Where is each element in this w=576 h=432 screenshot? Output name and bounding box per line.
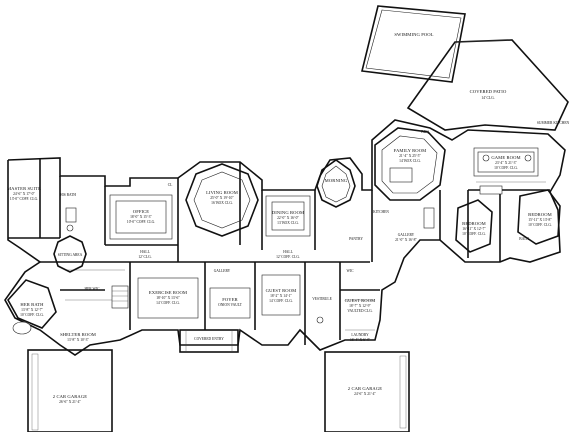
office-note: 10'-0" COFF. CLG. — [127, 220, 155, 224]
bedroom-1: BEDROOM 16'-11" X 12'-7" 10' COFF. CLG. — [455, 199, 493, 253]
guest1-label: GUEST ROOM — [266, 288, 297, 293]
guest1-dims: 18'-2" X 14'-1" — [270, 294, 292, 298]
morning-room: MORNING — [316, 159, 356, 208]
cl-label: CL — [168, 183, 173, 187]
bedroom2-note: 10' COFF. CLG. — [528, 223, 552, 227]
garage-left-dims: 26'-6" X 21'-4" — [59, 400, 81, 404]
dining-room: DINING ROOM 22'-0" X 16'-0" 13' BOX CLG. — [272, 210, 304, 225]
master-suite-label: MASTER SUITE — [7, 186, 41, 191]
office-label: OFFICE — [133, 209, 150, 214]
her-bath-label: HER BATH — [20, 302, 44, 307]
swimming-pool: SWIMMING POOL — [361, 5, 466, 83]
exercise-dims: 18'-10" X 13'-6" — [156, 296, 180, 300]
living-room-note: 16' BOX CLG. — [211, 201, 233, 205]
master-suite-dims: 24'-6" X 17'-0" — [13, 192, 35, 196]
entry-label: COVERED ENTRY — [194, 337, 224, 341]
bedroom1-label: BEDROOM — [462, 221, 486, 226]
fixtures — [66, 207, 435, 324]
vestibule-label: VESTIBULE — [312, 297, 332, 301]
game-room-dims: 23'-4" X 21'-3" — [495, 161, 517, 165]
foyer-label: FOYER — [222, 297, 238, 302]
garage-left: 2 CAR GARAGE 26'-6" X 21'-4" — [27, 349, 113, 432]
living-room-label: LIVING ROOM — [206, 190, 238, 195]
interior-walls — [8, 158, 550, 345]
gallery2-label: GALLERY — [398, 233, 415, 237]
living-room-dims: 25'-0" X 19'-10" — [210, 196, 234, 200]
family-room-note: 14' BOX CLG. — [399, 159, 421, 163]
detail-lines — [65, 147, 546, 331]
laundry-dims: 16'-4" X 6'-4" — [350, 338, 371, 342]
hall-note-right: 12' COFF. CLG. — [276, 255, 300, 259]
guest2-note: VAULTED CLG. — [347, 309, 372, 313]
hall-label-left: HALL — [140, 250, 150, 254]
guest2-label: GUEST ROOM — [345, 298, 376, 303]
hall-label-right: HALL — [283, 250, 293, 254]
covered-entry: COVERED ENTRY — [179, 329, 239, 353]
bedroom1-dims: 16'-11" X 12'-7" — [462, 227, 486, 231]
master-suite: MASTER SUITE 24'-6" X 17'-0" 13'-0" COFF… — [7, 186, 76, 223]
bedroom2-dims: 15'-11" X 13'-8" — [528, 218, 552, 222]
laundry-label: LAUNDRY — [351, 333, 369, 337]
gallery-label: GALLERY — [214, 269, 231, 273]
exercise-label: EXERCISE ROOM — [149, 290, 187, 295]
garage-right: 2 CAR GARAGE 24'-6" X 21'-4" — [324, 351, 410, 432]
family-room-label: FAMILY ROOM — [394, 148, 427, 153]
patio-label: COVERED PATIO — [470, 89, 507, 94]
foyer: FOYER ONION VAULT — [209, 287, 251, 319]
dining-room-dims: 22'-0" X 16'-0" — [277, 216, 299, 220]
garage-right-label: 2 CAR GARAGE — [348, 386, 382, 391]
garage-left-label: 2 CAR GARAGE — [53, 394, 87, 399]
summer-kitchen-label: SUMMER KITCHEN — [537, 121, 570, 125]
pantry-label: PANTRY — [349, 237, 363, 241]
patio-dims: 14' CLG. — [481, 96, 494, 100]
her-bath-note: 10' COFF. CLG. — [20, 313, 44, 317]
living-room: LIVING ROOM 25'-0" X 19'-10" 16' BOX CLG… — [185, 163, 259, 237]
house-outline — [4, 119, 566, 356]
dining-room-label: DINING ROOM — [272, 210, 304, 215]
shelter-label: SHELTER ROOM — [60, 332, 96, 337]
her-bath: HER BATH 13'-8" X 12'-7" 10' COFF. CLG. … — [7, 279, 100, 335]
wic-label: WIC — [347, 269, 355, 273]
bedroom-2: BEDROOM 15'-11" X 13'-8" 10' COFF. CLG. — [517, 189, 561, 245]
exercise-room: EXERCISE ROOM 18'-10" X 13'-6" 14' COFF.… — [149, 290, 187, 305]
garage-right-dims: 24'-6" X 21'-4" — [354, 392, 376, 396]
bath-label: BATH — [519, 237, 529, 241]
shelter-dims: 13'-8" X 10'-3" — [67, 338, 89, 342]
shelter-room: SHELTER ROOM 13'-8" X 10'-3" — [60, 332, 96, 342]
guest1-note: 14' COFF. CLG. — [269, 299, 293, 303]
office-dims: 18'-0" X 15'-3" — [130, 215, 152, 219]
gallery2-dims: 21'-0" X 16'-8" — [395, 238, 417, 242]
kitchen-label: KITCHEN — [373, 210, 389, 214]
game-room: GAME ROOM 23'-4" X 21'-3" 10' COFF. CLG. — [479, 154, 532, 195]
sitting-label: SITTING AREA — [58, 253, 83, 257]
master-suite-note: 13'-0" COFF. CLG. — [10, 197, 38, 201]
covered-patio: COVERED PATIO 14' CLG. SUMMER KITCHEN BB… — [406, 39, 570, 134]
guest-room-1: GUEST ROOM 18'-2" X 14'-1" 14' COFF. CLG… — [266, 288, 297, 303]
family-room: FAMILY ROOM 21'-4" X 25'-5" 14' BOX CLG. — [374, 127, 446, 201]
bedroom2-label: BEDROOM — [528, 212, 552, 217]
family-room-dims: 21'-4" X 25'-5" — [399, 154, 421, 158]
game-room-label: GAME ROOM — [491, 155, 520, 160]
laundry: LAUNDRY 16'-4" X 6'-4" — [350, 333, 371, 342]
pool-label: SWIMMING POOL — [394, 32, 433, 37]
dining-room-note: 13' BOX CLG. — [277, 221, 299, 225]
guest-room-2: GUEST ROOM 18'-7" X 12'-9" VAULTED CLG. — [345, 298, 376, 313]
sitting-area: SITTING AREA — [53, 235, 87, 273]
game-room-note: 10' COFF. CLG. — [494, 166, 518, 170]
his-bath-label: HIS BATH — [60, 193, 76, 197]
office: OFFICE 18'-0" X 15'-3" 10'-0" COFF. CLG. — [127, 209, 155, 224]
foyer-note: ONION VAULT — [218, 303, 243, 307]
morning-label: MORNING — [325, 178, 348, 183]
guest2-dims: 18'-7" X 12'-9" — [349, 304, 371, 308]
her-bath-dims: 13'-8" X 12'-7" — [21, 308, 43, 312]
hall-note-left: 12' CLG. — [138, 255, 151, 259]
bedroom1-note: 10' COFF. CLG. — [462, 232, 486, 236]
her-wic-label: HER WIC — [84, 287, 100, 291]
exercise-note: 14' COFF. CLG. — [156, 301, 180, 305]
